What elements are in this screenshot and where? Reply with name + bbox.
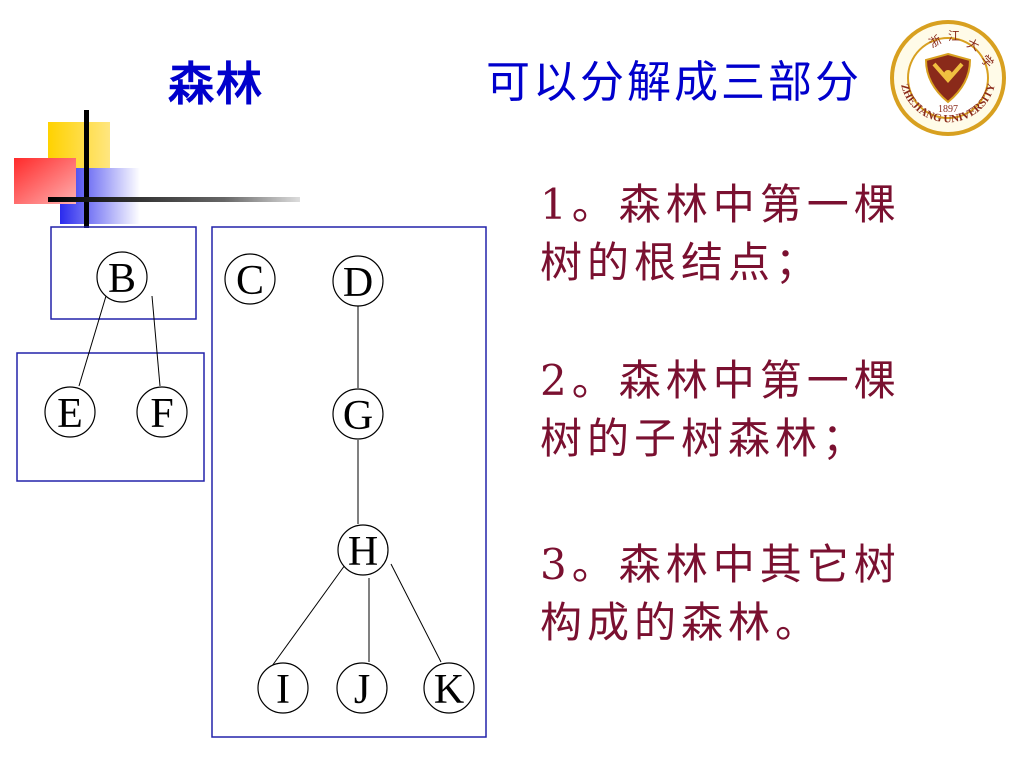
node-F: F <box>136 386 188 438</box>
node-label: C <box>236 258 264 304</box>
node-label: D <box>343 260 373 306</box>
edge-H-I <box>271 564 346 667</box>
node-label: I <box>276 667 290 713</box>
node-E: E <box>44 386 96 438</box>
point-3: 3。森林中其它树 构成的森林。 <box>540 536 980 652</box>
node-I: I <box>257 662 309 714</box>
node-J: J <box>336 662 388 714</box>
point-3-line-2: 构成的森林。 <box>540 598 823 647</box>
group-box-other-trees <box>211 226 487 738</box>
node-label: F <box>150 391 173 437</box>
edge-B-E <box>78 295 107 387</box>
point-2: 2。森林中第一棵 树的子树森林； <box>540 352 980 468</box>
node-label: K <box>434 667 464 713</box>
slide-subtitle: 可以分解成三部分 <box>486 57 862 108</box>
node-C: C <box>224 253 276 305</box>
slide-title: 森林 <box>168 57 264 111</box>
point-2-line-2: 树的子树森林； <box>540 414 870 463</box>
decorative-corner-graphic <box>14 110 300 228</box>
edge-H-K <box>390 563 442 663</box>
point-1-line-1: 1。森林中第一棵 <box>540 180 901 229</box>
logo-year: 1897 <box>938 104 958 115</box>
node-D: D <box>332 255 384 307</box>
point-1-line-2: 树的根结点； <box>540 238 823 287</box>
group-box-root <box>50 226 197 320</box>
point-3-line-1: 3。森林中其它树 <box>540 540 901 589</box>
node-label: B <box>108 256 136 302</box>
node-B: B <box>96 251 148 303</box>
forest-diagram: B C D E F G H I J K <box>16 226 487 738</box>
point-1: 1。森林中第一棵 树的根结点； <box>540 176 980 292</box>
svg-text:江: 江 <box>948 29 960 43</box>
node-label: G <box>343 393 373 439</box>
red-block <box>14 158 76 204</box>
group-box-subtree-forest <box>16 352 205 482</box>
zhejiang-university-logo: 浙 江 大 学 1897 ZHEJIANG UNIVERSITY <box>890 20 1006 136</box>
node-K: K <box>423 662 475 714</box>
node-label: H <box>348 529 378 575</box>
horizontal-rule <box>48 197 300 202</box>
edge-B-F <box>151 295 161 387</box>
node-H: H <box>337 524 389 576</box>
svg-text:大: 大 <box>965 36 982 54</box>
node-label: J <box>354 667 370 713</box>
node-G: G <box>332 388 384 440</box>
vertical-rule <box>84 110 89 228</box>
node-label: E <box>57 391 83 437</box>
point-2-line-1: 2。森林中第一棵 <box>540 356 901 405</box>
